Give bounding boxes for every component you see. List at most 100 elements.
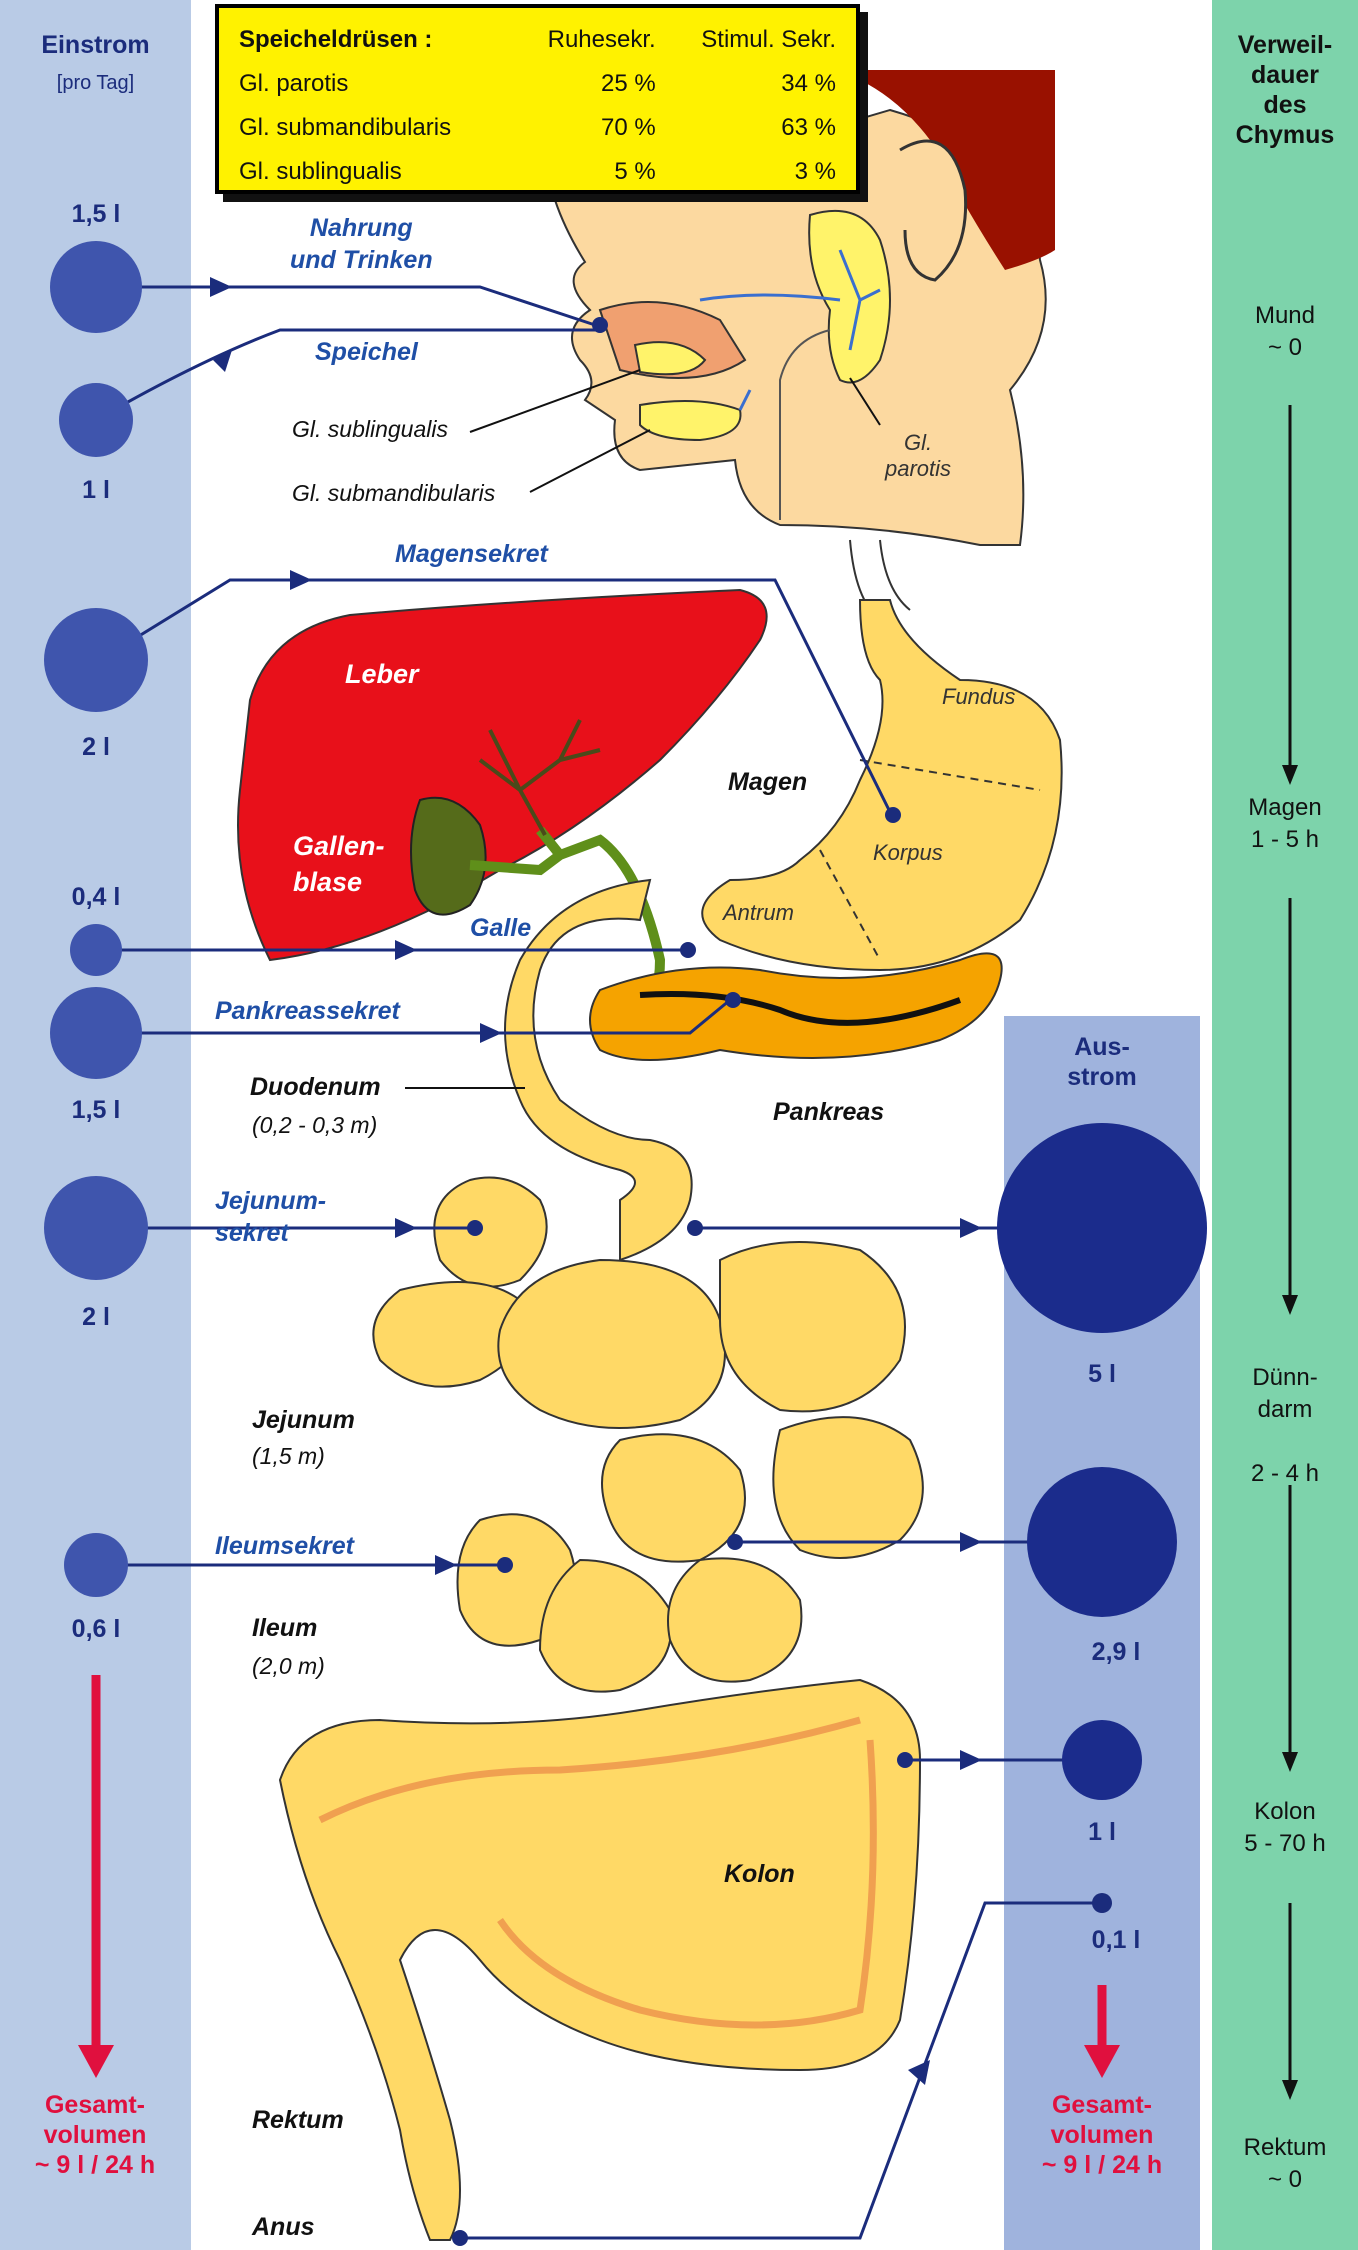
label-stomach: Magen (728, 768, 808, 796)
ear-icon (899, 139, 968, 282)
label-bile: Galle (470, 914, 532, 942)
inflow-ileum-circle (64, 1533, 128, 1597)
table-cell: Gl. sublingualis (239, 158, 402, 185)
inflow-gastric-volume: 2 l (82, 733, 110, 761)
oral-cavity (598, 301, 747, 379)
inflow-food-volume: 1,5 l (71, 200, 121, 228)
inflow-jejunum-volume: 2 l (82, 1303, 110, 1331)
label-gl-parotis: Gl. parotis (885, 430, 952, 481)
connection-dot (885, 807, 901, 823)
table-cell: 34 % (781, 70, 836, 97)
label-saliva: Speichel (315, 338, 418, 366)
pancreas (589, 952, 1003, 1061)
salivary-glands-table: Speicheldrüsen : Ruhesekr. Stimul. Sekr.… (215, 4, 860, 194)
inflow-subtitle: [pro Tag] (56, 72, 135, 94)
connection-dot (592, 317, 608, 333)
inflow-jejunum-circle (44, 1176, 148, 1280)
label-rectum: Rektum (252, 2106, 344, 2134)
inflow-total: Gesamt- volumen ~ 9 l / 24 h (34, 2091, 156, 2179)
sublingual-gland (633, 341, 707, 376)
residence-title: Verweil- dauer des Chymus (1235, 31, 1335, 149)
arrow-head (210, 277, 232, 297)
table-cell: Gl. submandibularis (239, 114, 452, 141)
inflow-ileum-volume: 0,6 l (71, 1615, 121, 1643)
stomach (701, 599, 1063, 972)
table-row: Gl. parotis 25 % 34 % (235, 62, 840, 106)
table-cell: 25 % (600, 70, 656, 97)
pancreatic-duct (639, 991, 962, 1026)
outflow-colon-circle (1062, 1720, 1142, 1800)
arrow-head (435, 1555, 457, 1575)
outflow-jejunum-volume: 5 l (1088, 1360, 1116, 1388)
inflow-saliva-circle (59, 383, 133, 457)
table-cell: 3 % (794, 158, 836, 185)
label-fundus: Fundus (942, 684, 1016, 709)
table-header: Speicheldrüsen : (239, 26, 433, 53)
label-jejunum: Jejunum (252, 1406, 355, 1434)
label-duodenum-length: (0,2 - 0,3 m) (252, 1112, 378, 1138)
inflow-saliva-volume: 1 l (82, 476, 110, 504)
residence-station: Mund ~ 0 (1254, 302, 1316, 361)
label-food: Nahrung und Trinken (290, 214, 433, 274)
label-korpus: Korpus (873, 840, 943, 865)
label-antrum: Antrum (723, 900, 794, 925)
inflow-bile-circle (70, 924, 122, 976)
residence-station: Magen 1 - 5 h (1248, 794, 1322, 853)
inflow-pancreas-volume: 1,5 l (71, 1096, 121, 1124)
outflow-feces-volume: 0,1 l (1091, 1926, 1141, 1954)
gallbladder (410, 796, 487, 916)
label-liver: Leber (345, 659, 419, 689)
label-gallbladder: Gallen- blase (293, 831, 385, 897)
table-header: Stimul. Sekr. (701, 26, 836, 53)
outflow-total: Gesamt- volumen ~ 9 l / 24 h (1041, 2091, 1163, 2179)
arrow-head (290, 570, 312, 590)
inflow-bile-volume: 0,4 l (71, 883, 121, 911)
connection-dot (467, 1220, 483, 1236)
outflow-title: Aus- strom (1067, 1033, 1137, 1091)
connection-dot (497, 1557, 513, 1573)
connection-dot (680, 942, 696, 958)
label-ileum: Ileum (252, 1614, 318, 1642)
inflow-pancreas-circle (50, 987, 142, 1079)
label-jejunum-secretion: Jejunum- sekret (215, 1187, 327, 1247)
arrow-head (395, 1218, 417, 1238)
label-anus: Anus (252, 2213, 315, 2241)
arrow-head (395, 940, 417, 960)
colon (278, 1678, 922, 2241)
label-pancreas: Pankreas (773, 1098, 885, 1126)
label-pancreatic-secretion: Pankreassekret (215, 997, 400, 1025)
table-cell: 63 % (781, 114, 836, 141)
label-jejunum-length: (1,5 m) (252, 1443, 325, 1469)
arrow-head (480, 1023, 502, 1043)
duodenum (504, 878, 693, 1262)
table-header-row: Speicheldrüsen : Ruhesekr. Stimul. Sekr. (235, 18, 840, 62)
arrow-head (213, 350, 232, 372)
label-ileum-length: (2,0 m) (252, 1653, 325, 1679)
table-cell: 70 % (600, 114, 656, 141)
table-cell: Gl. parotis (239, 70, 349, 97)
inflow-food-circle (50, 241, 142, 333)
residence-station: Rektum ~ 0 (1243, 2134, 1327, 2193)
label-ileum-secretion: Ileumsekret (215, 1532, 354, 1560)
residence-station: Kolon 5 - 70 h (1244, 1798, 1326, 1857)
residence-station: Dünn- darm 2 - 4 h (1250, 1364, 1320, 1487)
inflow-title: Einstrom (41, 31, 150, 59)
table-cell: 5 % (614, 158, 656, 185)
label-gastric-secretion: Magensekret (395, 540, 548, 568)
connection-dot (725, 992, 741, 1008)
small-intestine (372, 1176, 924, 1693)
inflow-gastric-circle (44, 608, 148, 712)
outflow-ileum-volume: 2,9 l (1091, 1638, 1141, 1666)
table-row: Gl. submandibularis 70 % 63 % (235, 106, 840, 150)
outflow-ileum-circle (1027, 1467, 1177, 1617)
label-gl-submandibularis: Gl. submandibularis (292, 480, 496, 506)
submandibular-gland (639, 400, 742, 442)
table-header: Ruhesekr. (547, 26, 656, 53)
residence-time-column (1212, 0, 1358, 2250)
outflow-jejunum-circle (997, 1123, 1207, 1333)
label-colon: Kolon (724, 1860, 795, 1888)
outflow-colon-volume: 1 l (1088, 1818, 1116, 1846)
table-row: Gl. sublingualis 5 % 3 % (235, 150, 840, 194)
parotis-gland (808, 209, 891, 384)
